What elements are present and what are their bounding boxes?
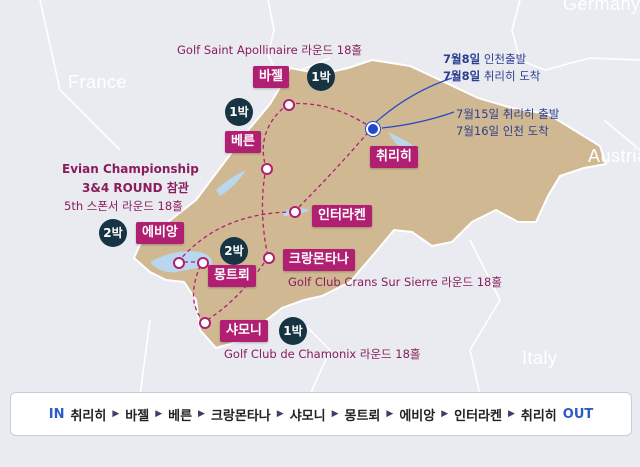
route-arrow-icon: ▶ bbox=[507, 409, 515, 419]
route-stop: 취리히 bbox=[70, 408, 107, 424]
lake-neuchatel bbox=[216, 170, 246, 196]
caption-evian-title-1: Evian Championship bbox=[62, 162, 199, 176]
caption-chamonix-golf: Golf Club de Chamonix 라운드 18홀 bbox=[224, 347, 421, 361]
caption-evian-golf: 5th 스폰서 라운드 18홀 bbox=[64, 199, 183, 213]
route-stop: 바젤 bbox=[125, 408, 150, 424]
tag-interlaken[interactable]: 인터라켄 bbox=[312, 205, 372, 227]
country-label-austria: Austria bbox=[588, 146, 640, 166]
arrive-text-2: 취리히 도착 bbox=[480, 69, 541, 83]
tag-chamonix[interactable]: 샤모니 bbox=[220, 320, 268, 342]
badge-evian-stay: 2박 bbox=[99, 219, 127, 247]
pin-zurich[interactable] bbox=[366, 122, 380, 136]
route-summary-bar: IN 취리히 ▶ 바젤 ▶ 베른 ▶ 크랑몬타나 ▶ 샤모니 ▶ 몽트뢰 ▶ 에… bbox=[10, 392, 632, 436]
route-in-label: IN bbox=[48, 406, 65, 422]
route-stop: 인터라켄 bbox=[454, 408, 502, 424]
country-label-france: France bbox=[68, 72, 128, 92]
pin-montreux[interactable] bbox=[197, 257, 209, 269]
route-stop: 샤모니 bbox=[289, 408, 326, 424]
pin-evian[interactable] bbox=[173, 257, 185, 269]
tag-bern[interactable]: 베른 bbox=[225, 131, 261, 153]
caption-crans-golf: Golf Club Crans Sur Sierre 라운드 18홀 bbox=[288, 275, 502, 289]
pin-bern[interactable] bbox=[261, 163, 273, 175]
route-arrow-icon: ▶ bbox=[198, 409, 205, 419]
pin-basel[interactable] bbox=[283, 99, 295, 111]
country-label-italy: Italy bbox=[522, 348, 558, 368]
badge-basel-stay: 1박 bbox=[307, 63, 335, 91]
route-arrow-icon: ▶ bbox=[386, 409, 394, 419]
country-label-germany: Germany bbox=[563, 0, 640, 14]
badge-bern-stay: 1박 bbox=[225, 98, 253, 126]
route-out-label: OUT bbox=[562, 406, 594, 422]
tag-zurich[interactable]: 취리히 bbox=[370, 146, 418, 168]
pin-chamonix[interactable] bbox=[199, 317, 211, 329]
caption-basel-golf: Golf Saint Apollinaire 라운드 18홀 bbox=[177, 43, 362, 57]
flight-arrive-line-1: 7월8일 인천출발 bbox=[443, 51, 526, 67]
badge-montreux-stay: 2박 bbox=[220, 237, 248, 265]
tag-montreux[interactable]: 몽트뢰 bbox=[208, 265, 256, 287]
flight-depart-line-2: 7월16일 인천 도착 bbox=[456, 124, 549, 138]
arrive-text-1: 인천출발 bbox=[480, 52, 527, 66]
route-stop: 취리히 bbox=[520, 408, 557, 424]
caption-evian-title-2: 3&4 ROUND 참관 bbox=[82, 181, 189, 195]
badge-chamonix-stay: 1박 bbox=[279, 317, 307, 345]
lake-zurich bbox=[388, 132, 420, 151]
route-stop: 에비앙 bbox=[399, 408, 436, 424]
flight-arrows bbox=[375, 77, 455, 129]
route-arrow-icon: ▶ bbox=[155, 409, 163, 419]
route-stop: 몽트뢰 bbox=[344, 408, 381, 424]
route-arrow-icon: ▶ bbox=[331, 409, 339, 419]
flight-arrive-line-2: 7월8일 취리히 도착 bbox=[443, 68, 540, 84]
arrive-date-2: 7월8일 bbox=[443, 69, 481, 83]
route-stop: 크랑몬타나 bbox=[210, 408, 271, 424]
arrive-date-1: 7월8일 bbox=[443, 52, 481, 66]
tag-crans[interactable]: 크랑몬타나 bbox=[283, 249, 355, 271]
route-arrow-icon: ▶ bbox=[441, 409, 449, 419]
tag-evian[interactable]: 에비앙 bbox=[136, 222, 184, 244]
tag-basel[interactable]: 바젤 bbox=[253, 66, 289, 88]
pin-interlaken[interactable] bbox=[289, 206, 301, 218]
route-stop: 베른 bbox=[168, 408, 193, 424]
country-borders bbox=[39, 0, 640, 396]
route-arrow-icon: ▶ bbox=[276, 409, 284, 419]
route-arrow-icon: ▶ bbox=[112, 409, 120, 419]
flight-depart-line-1: 7월15일 취리히 출발 bbox=[456, 107, 560, 121]
pin-crans[interactable] bbox=[263, 252, 275, 264]
